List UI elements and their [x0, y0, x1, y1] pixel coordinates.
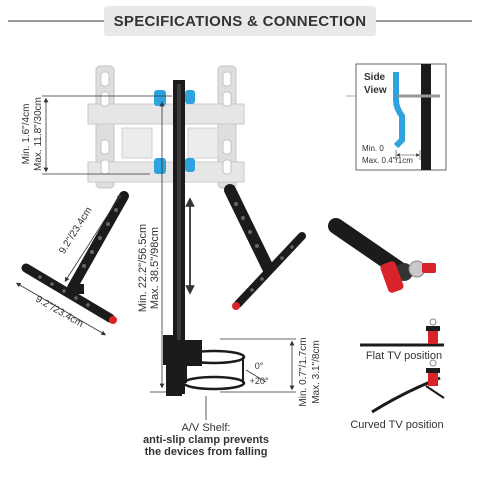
upper-knob-left [154, 90, 166, 106]
av-shelf-line1: anti-slip clamp prevents [143, 434, 269, 446]
side-view-label-line1: Side [364, 72, 386, 83]
av-shelf [166, 340, 246, 396]
arm-length-dimension [64, 193, 122, 283]
shelf-height-dimension [220, 338, 296, 393]
tilt-arc [245, 369, 267, 383]
vertical-offset-dimension [42, 95, 150, 175]
tilt-plus-label: +20° [250, 376, 269, 386]
curved-tv-position-label: Curved TV position [350, 419, 443, 431]
page-title: SPECIFICATIONS & CONNECTION [104, 6, 376, 36]
pole-height-min-label: Min. 22.2"/56.5cm [137, 224, 149, 312]
side-view-max-label: Max. 0.4"/1cm [362, 156, 413, 165]
flat-tv-position-label: Flat TV position [366, 350, 442, 362]
vertical-offset-min-label: Min. 1.6"/4cm [21, 104, 32, 165]
av-shelf-line2: the devices from falling [145, 446, 268, 458]
upper-knob-right [185, 90, 195, 104]
shelf-height-min-label: Min. 0.7"/1.7cm [298, 337, 309, 406]
av-shelf-title: A/V Shelf: [182, 422, 231, 434]
header-rule-left [8, 20, 108, 22]
pole-height-max-label: Max. 38.5"/98cm [149, 227, 161, 309]
lower-knob-right [185, 158, 195, 172]
curved-tv-position-diagram [371, 359, 445, 414]
side-view-bracket [393, 72, 405, 149]
side-view-inset [346, 63, 447, 171]
tilt-zero-label: 0° [255, 361, 264, 371]
left-arm-red-cap [109, 316, 117, 324]
side-view-min-label: Min. 0 [362, 144, 384, 153]
knob-closeup [328, 218, 436, 293]
side-view-label-line2: View [364, 85, 387, 96]
header: SPECIFICATIONS & CONNECTION [0, 2, 480, 40]
flat-tv-position-diagram [360, 318, 444, 347]
right-speaker-arm [224, 184, 306, 310]
right-arm-red-cap [232, 302, 240, 310]
header-rule-right [372, 20, 472, 22]
side-view-wall [421, 64, 431, 170]
shelf-width-dimension [15, 282, 107, 336]
vertical-offset-max-label: Max. 11.8"/30cm [33, 97, 44, 171]
lower-knob-left [154, 158, 166, 174]
shelf-height-max-label: Max. 3.1"/8cm [311, 340, 322, 404]
